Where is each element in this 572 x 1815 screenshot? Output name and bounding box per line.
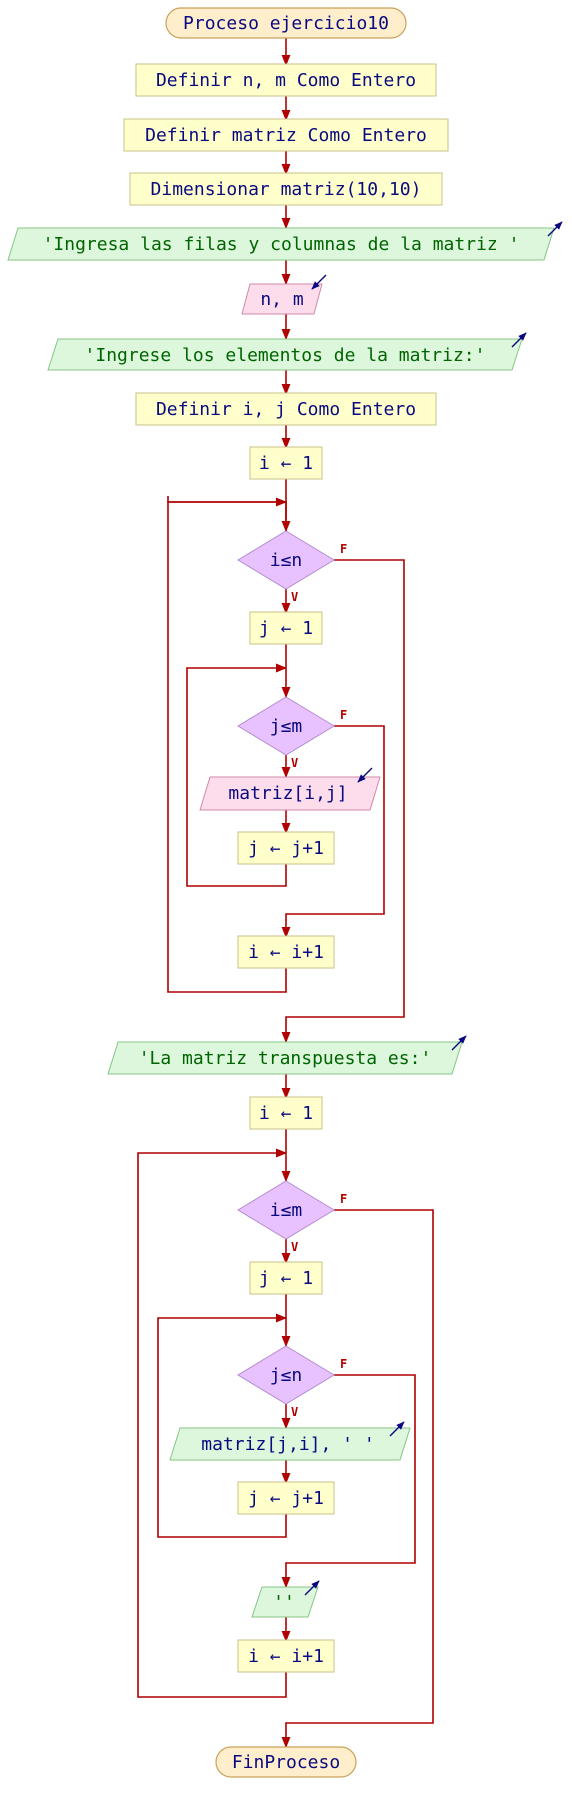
assign-j-1-second-label: j ← 1 [259, 1268, 313, 1289]
decision-i-le-n: i≤n F V [237, 530, 347, 604]
decision-i-le-m: i≤m F V [237, 1180, 347, 1254]
connectors [137, 37, 434, 1749]
assign-i-1-second: i ← 1 [249, 1096, 323, 1130]
output-arrow-icon [451, 1035, 467, 1051]
assign-i-1: i ← 1 [249, 446, 323, 480]
define-i-j-process: Definir i, j Como Entero [135, 392, 437, 426]
output-empty: '' [251, 1580, 320, 1618]
increment-i-2: i ← i+1 [237, 1639, 335, 1673]
start-terminal: Proceso ejercicio10 [165, 7, 407, 39]
increment-j-2: j ← j+1 [237, 1481, 335, 1515]
assign-i-1-second-label: i ← 1 [259, 1103, 313, 1124]
output-filas-columnas-label: 'Ingresa las filas y columnas de la matr… [43, 234, 520, 255]
output-arrow-icon [304, 1580, 320, 1596]
increment-j-1: j ← j+1 [237, 831, 335, 865]
output-transpuesta-label: 'La matriz transpuesta es:' [139, 1048, 432, 1069]
true-label: V [291, 1240, 298, 1254]
define-n-m-label: Definir n, m Como Entero [156, 70, 416, 91]
define-i-j-label: Definir i, j Como Entero [156, 399, 416, 420]
false-label: F [340, 708, 347, 722]
increment-i-1-label: i ← i+1 [248, 942, 324, 963]
increment-i-1: i ← i+1 [237, 935, 335, 969]
end-terminal: FinProceso [215, 1746, 357, 1778]
input-matriz-ij-label: matriz[i,j] [228, 783, 347, 804]
input-n-m-label: n, m [260, 289, 303, 310]
dimension-label: Dimensionar matriz(10,10) [151, 179, 422, 200]
decision-j-le-n-label: j≤n [270, 1365, 303, 1386]
define-n-m-process: Definir n, m Como Entero [135, 63, 437, 97]
decision-j-le-m: j≤m F V [237, 696, 347, 770]
input-matriz-ij: matriz[i,j] [199, 767, 381, 811]
decision-j-le-n: j≤n F V [237, 1345, 347, 1419]
increment-j-1-label: j ← j+1 [248, 838, 324, 859]
false-label: F [340, 1357, 347, 1371]
assign-j-1-second: j ← 1 [249, 1261, 323, 1295]
input-arrow-icon [357, 767, 373, 783]
assign-j-1-label: j ← 1 [259, 618, 313, 639]
decision-i-le-m-label: i≤m [270, 1200, 303, 1221]
output-transpuesta: 'La matriz transpuesta es:' [107, 1035, 467, 1075]
dimension-process: Dimensionar matriz(10,10) [129, 172, 443, 206]
input-n-m: n, m [241, 274, 327, 315]
input-arrow-icon [311, 274, 327, 290]
false-label: F [340, 542, 347, 556]
true-label: V [291, 756, 298, 770]
true-label: V [291, 590, 298, 604]
output-arrow-icon [389, 1421, 405, 1437]
true-label: V [291, 1405, 298, 1419]
output-filas-columnas: 'Ingresa las filas y columnas de la matr… [7, 221, 563, 261]
output-empty-label: '' [273, 1592, 295, 1613]
decision-j-le-m-label: j≤m [270, 716, 303, 737]
assign-i-1-label: i ← 1 [259, 453, 313, 474]
start-label: Proceso ejercicio10 [183, 13, 389, 34]
output-elementos: 'Ingrese los elementos de la matriz:' [47, 332, 527, 371]
define-matriz-label: Definir matriz Como Entero [145, 125, 427, 146]
false-label: F [340, 1192, 347, 1206]
output-matriz-ji: matriz[j,i], ' ' [169, 1421, 411, 1461]
output-arrow-icon [547, 221, 563, 237]
output-matriz-ji-label: matriz[j,i], ' ' [201, 1434, 374, 1455]
decision-i-le-n-label: i≤n [270, 550, 303, 571]
end-label: FinProceso [232, 1752, 340, 1773]
assign-j-1: j ← 1 [249, 611, 323, 645]
define-matriz-process: Definir matriz Como Entero [123, 118, 449, 152]
output-elementos-label: 'Ingrese los elementos de la matriz:' [85, 345, 486, 366]
increment-j-2-label: j ← j+1 [248, 1488, 324, 1509]
output-arrow-icon [511, 332, 527, 348]
increment-i-2-label: i ← i+1 [248, 1646, 324, 1667]
